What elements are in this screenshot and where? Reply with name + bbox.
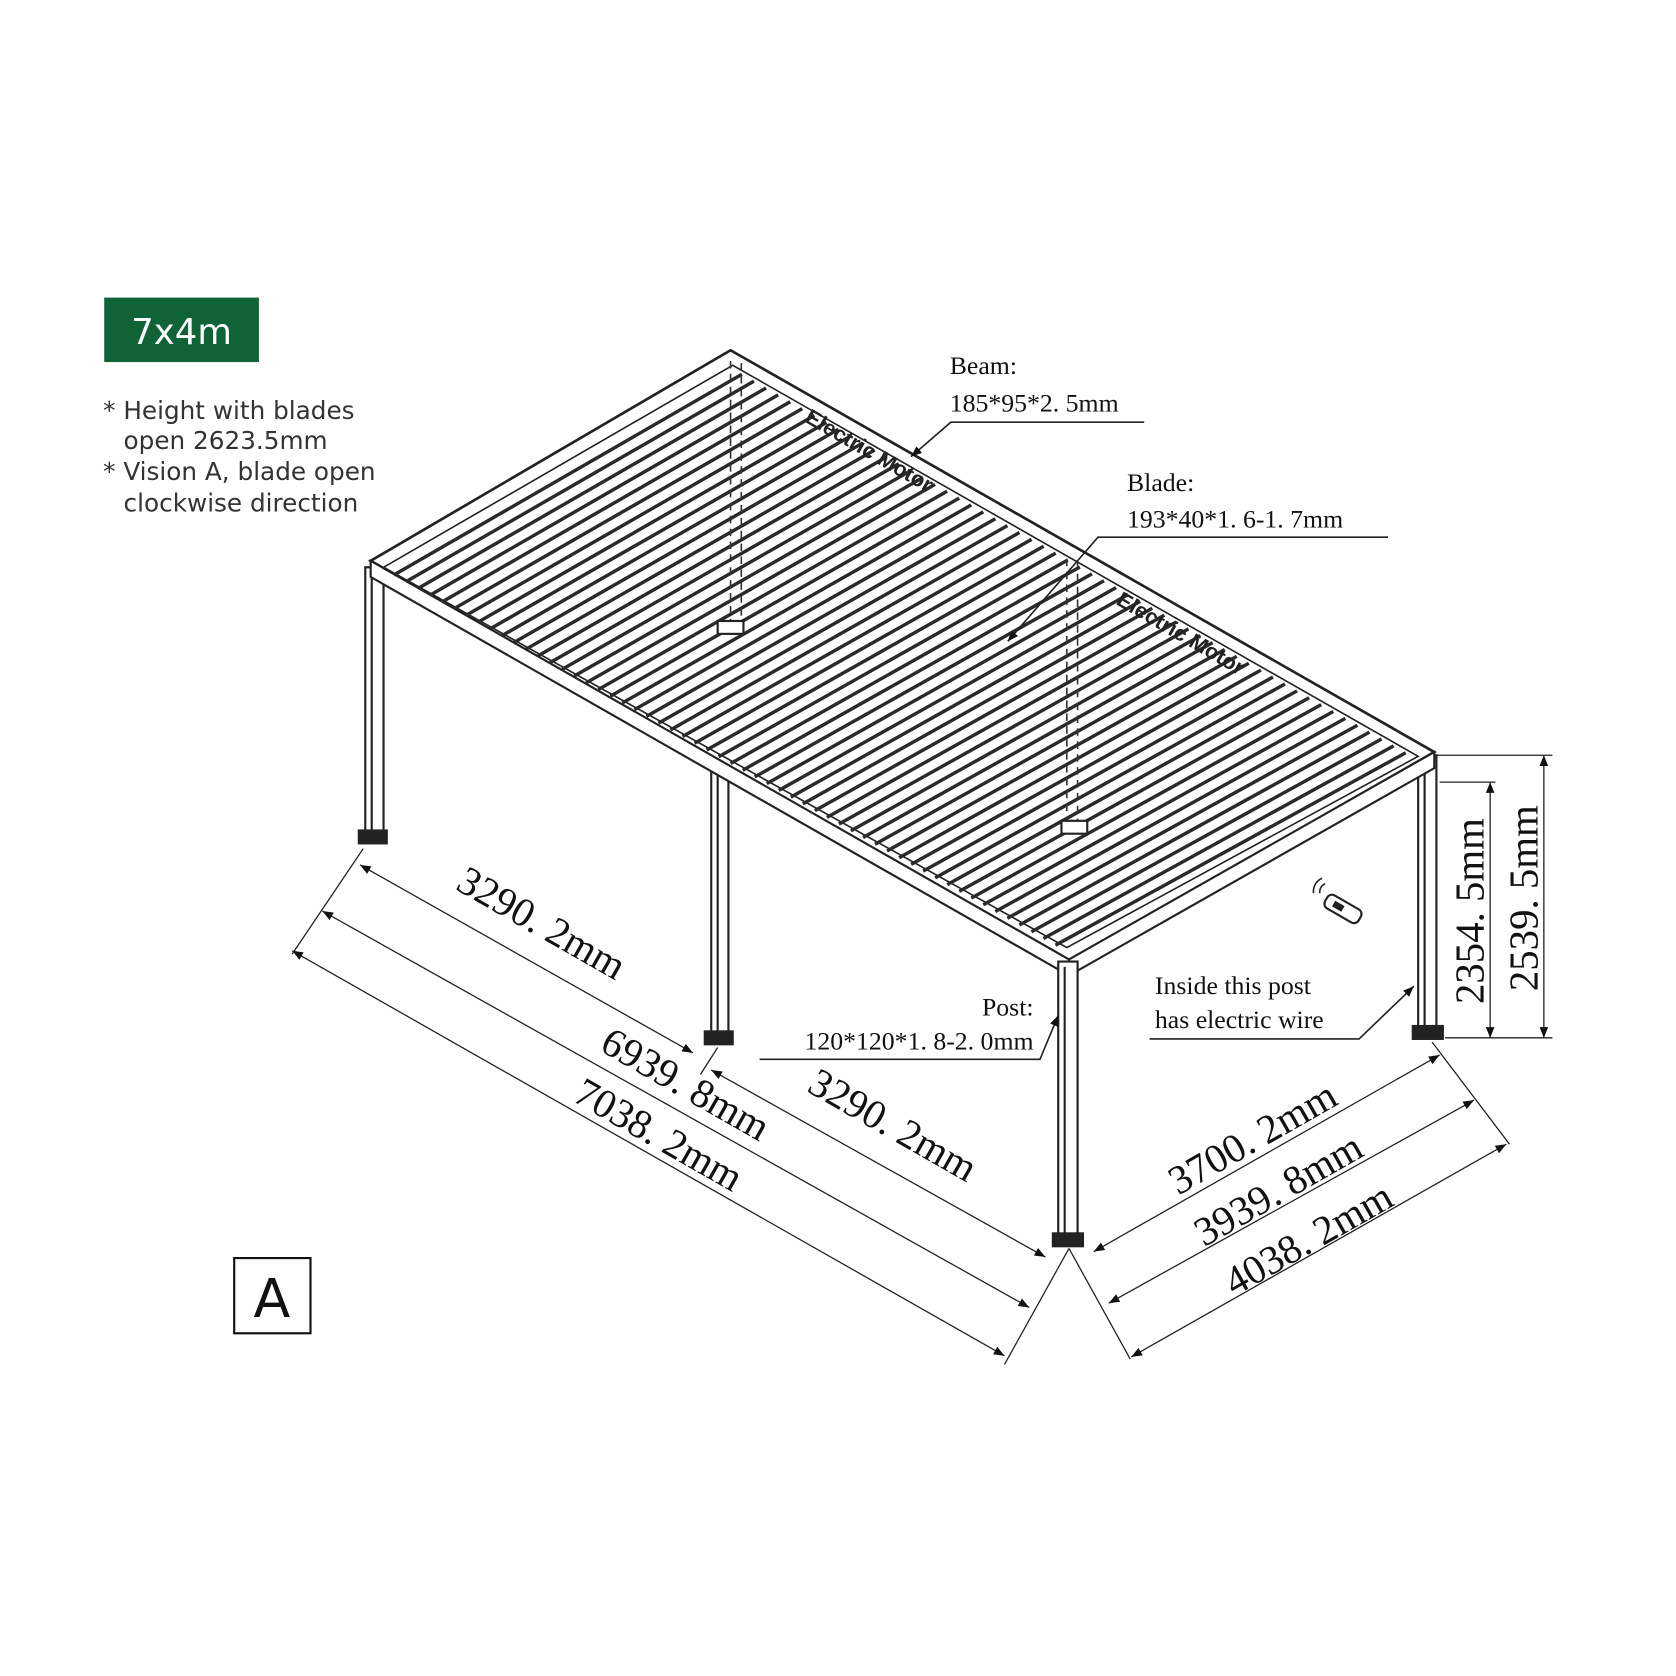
blade (513, 441, 864, 644)
beam-callout: Beam: 185*95*2. 5mm (910, 351, 1145, 458)
blade (802, 606, 1154, 806)
blade (525, 448, 876, 651)
size-badge-label: 7x4m (131, 312, 232, 353)
dimension-lines (291, 754, 1553, 1365)
beam-spec: 185*95*2. 5mm (950, 388, 1119, 417)
blade (1054, 751, 1407, 947)
note-1-line-2: open 2623.5mm (124, 426, 328, 455)
blade (777, 592, 1129, 792)
post-title: Post: (982, 992, 1034, 1021)
wire-line-2: has electric wire (1155, 1005, 1324, 1034)
blade (765, 586, 1117, 786)
roof: Electric Motor Electric Motor (367, 348, 1437, 978)
blade (549, 462, 900, 665)
blade (814, 613, 1166, 813)
blade (561, 469, 912, 671)
motor-housing-2 (1060, 819, 1089, 835)
blade (946, 689, 1298, 887)
blade (717, 558, 1069, 759)
blade (886, 654, 1238, 853)
view-label-box: A (233, 1257, 312, 1335)
blades (392, 372, 1407, 947)
blade (405, 379, 755, 584)
blade (898, 661, 1250, 860)
blade (934, 682, 1286, 880)
post-right (1411, 754, 1444, 1040)
size-badge: 7x4m (104, 297, 259, 363)
blade (1006, 723, 1359, 920)
blade (417, 386, 767, 590)
blade (693, 544, 1045, 745)
blade (850, 634, 1202, 833)
blade (585, 482, 936, 685)
blade (573, 475, 924, 678)
blade (465, 414, 816, 617)
label-height-clear: 2354. 5mm (1448, 818, 1493, 1004)
blade (681, 537, 1033, 739)
motor-housing-1 (716, 619, 745, 635)
blade (922, 675, 1274, 873)
blade (874, 648, 1226, 846)
blade-callout: Blade: 193*40*1. 6-1. 7mm (1007, 468, 1389, 642)
label-length-span-1: 3290. 2mm (450, 857, 634, 988)
blade-spec: 193*40*1. 6-1. 7mm (1127, 505, 1343, 534)
blade (1042, 744, 1395, 940)
post-spec: 120*120*1. 8-2. 0mm (805, 1027, 1034, 1056)
blade (826, 620, 1178, 819)
dim-length-total (291, 950, 1005, 1357)
blade (633, 510, 985, 712)
blade (609, 496, 961, 698)
blade (1018, 730, 1371, 927)
post-front (1051, 960, 1085, 1248)
blade-title: Blade: (1127, 468, 1194, 497)
dim-width-total (1130, 1143, 1507, 1358)
blade (392, 372, 743, 577)
view-label: A (253, 1267, 290, 1330)
blade (753, 579, 1105, 779)
blade (1030, 737, 1383, 934)
blade (645, 517, 997, 718)
note-1-line-1: * Height with blades (103, 396, 354, 425)
wire-callout: Inside this post has electric wire (1149, 971, 1415, 1040)
note-2-line-1: * Vision A, blade open (103, 457, 375, 486)
blade (910, 668, 1262, 866)
note-2-line-2: clockwise direction (124, 488, 359, 517)
notes: * Height with blades open 2623.5mm * Vis… (103, 396, 375, 517)
blade (501, 434, 852, 638)
blade (489, 427, 840, 631)
blade (741, 572, 1093, 772)
blade (621, 503, 973, 705)
blade (537, 455, 888, 658)
blade (669, 531, 1021, 732)
blade (970, 703, 1323, 900)
post-callout: Post: 120*120*1. 8-2. 0mm (759, 992, 1059, 1061)
blade (429, 393, 780, 597)
label-length-span-2: 3290. 2mm (801, 1059, 985, 1190)
blade (441, 400, 792, 604)
blade (862, 641, 1214, 840)
blade (838, 627, 1190, 826)
blade (982, 709, 1335, 907)
remote-control-icon (1312, 877, 1363, 925)
post-middle (703, 763, 734, 1046)
blade (477, 420, 828, 624)
blade (705, 551, 1057, 752)
dim-length-posts (321, 910, 1030, 1309)
wire-line-1: Inside this post (1155, 971, 1311, 1000)
blade (657, 524, 1009, 725)
label-height-total: 2539. 5mm (1501, 805, 1546, 991)
blade (729, 565, 1081, 765)
post-left-back (357, 566, 388, 845)
blade (994, 716, 1347, 914)
beam-title: Beam: (950, 351, 1017, 380)
blade (597, 489, 948, 691)
blade (453, 407, 804, 611)
blade (789, 599, 1142, 799)
blade (958, 696, 1310, 893)
